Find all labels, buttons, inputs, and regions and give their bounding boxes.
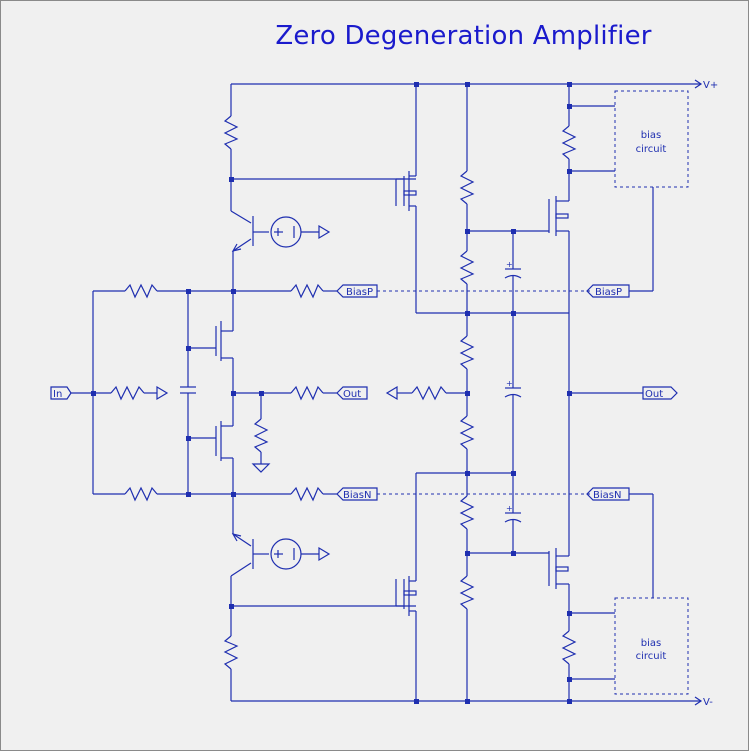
- out-right-port: [642, 386, 678, 400]
- svg-text:+: +: [506, 260, 513, 269]
- left-ports: BiasP Out BiasN: [336, 284, 378, 501]
- bias-circuit-bottom: [614, 597, 689, 695]
- vplus-label: V+: [703, 80, 718, 91]
- ground-icon: [251, 463, 271, 473]
- resistor: [110, 385, 145, 401]
- bias-circuit-top: [614, 90, 689, 188]
- biasp-right-port: [586, 284, 630, 298]
- out-right-label: Out: [645, 389, 663, 400]
- svg-text:+: +: [506, 504, 513, 513]
- right-output-stage: bias circuit bias circuit BiasP BiasN Ou…: [548, 84, 689, 701]
- resistor: [290, 486, 324, 502]
- resistor: [253, 418, 269, 453]
- bias-bottom-label-1: bias: [641, 638, 661, 649]
- vminus-rail: V-: [231, 696, 713, 708]
- resistor: [459, 250, 475, 285]
- biasp-left-label: BiasP: [346, 287, 373, 298]
- resistor: [459, 495, 475, 530]
- out-left-label: Out: [343, 389, 361, 400]
- resistor: [290, 385, 324, 401]
- resistor: [561, 125, 577, 160]
- in-label: In: [53, 389, 62, 400]
- biasp-right-label: BiasP: [595, 287, 622, 298]
- resistor: [223, 115, 239, 150]
- middle-stage: + + +: [385, 84, 569, 701]
- resistor: [124, 283, 158, 299]
- vminus-label: V-: [703, 697, 713, 708]
- resistor: [459, 415, 475, 450]
- biasn-right-port: [586, 487, 630, 501]
- resistor: [223, 635, 239, 670]
- biasn-left-label: BiasN: [343, 490, 371, 501]
- resistor: [124, 486, 158, 502]
- resistor: [290, 283, 324, 299]
- bias-top-label-1: bias: [641, 130, 661, 141]
- junction-dots: [91, 82, 572, 704]
- svg-text:+: +: [506, 379, 513, 388]
- bias-bottom-label-2: circuit: [636, 651, 667, 662]
- left-mosfet-pair: [215, 291, 337, 494]
- out-left-port: [336, 386, 368, 400]
- in-port: [50, 386, 72, 400]
- biasn-right-label: BiasN: [593, 490, 621, 501]
- bias-top-label-2: circuit: [636, 144, 667, 155]
- vplus-rail: V+: [231, 79, 718, 91]
- resistor: [459, 170, 475, 205]
- left-top-branch: [223, 84, 416, 291]
- resistor: [411, 385, 447, 401]
- resistor: [459, 335, 475, 370]
- resistor: [459, 575, 475, 610]
- resistor: [561, 630, 577, 665]
- left-bottom-branch: [223, 494, 416, 701]
- page-title: Zero Degeneration Amplifier: [275, 21, 652, 51]
